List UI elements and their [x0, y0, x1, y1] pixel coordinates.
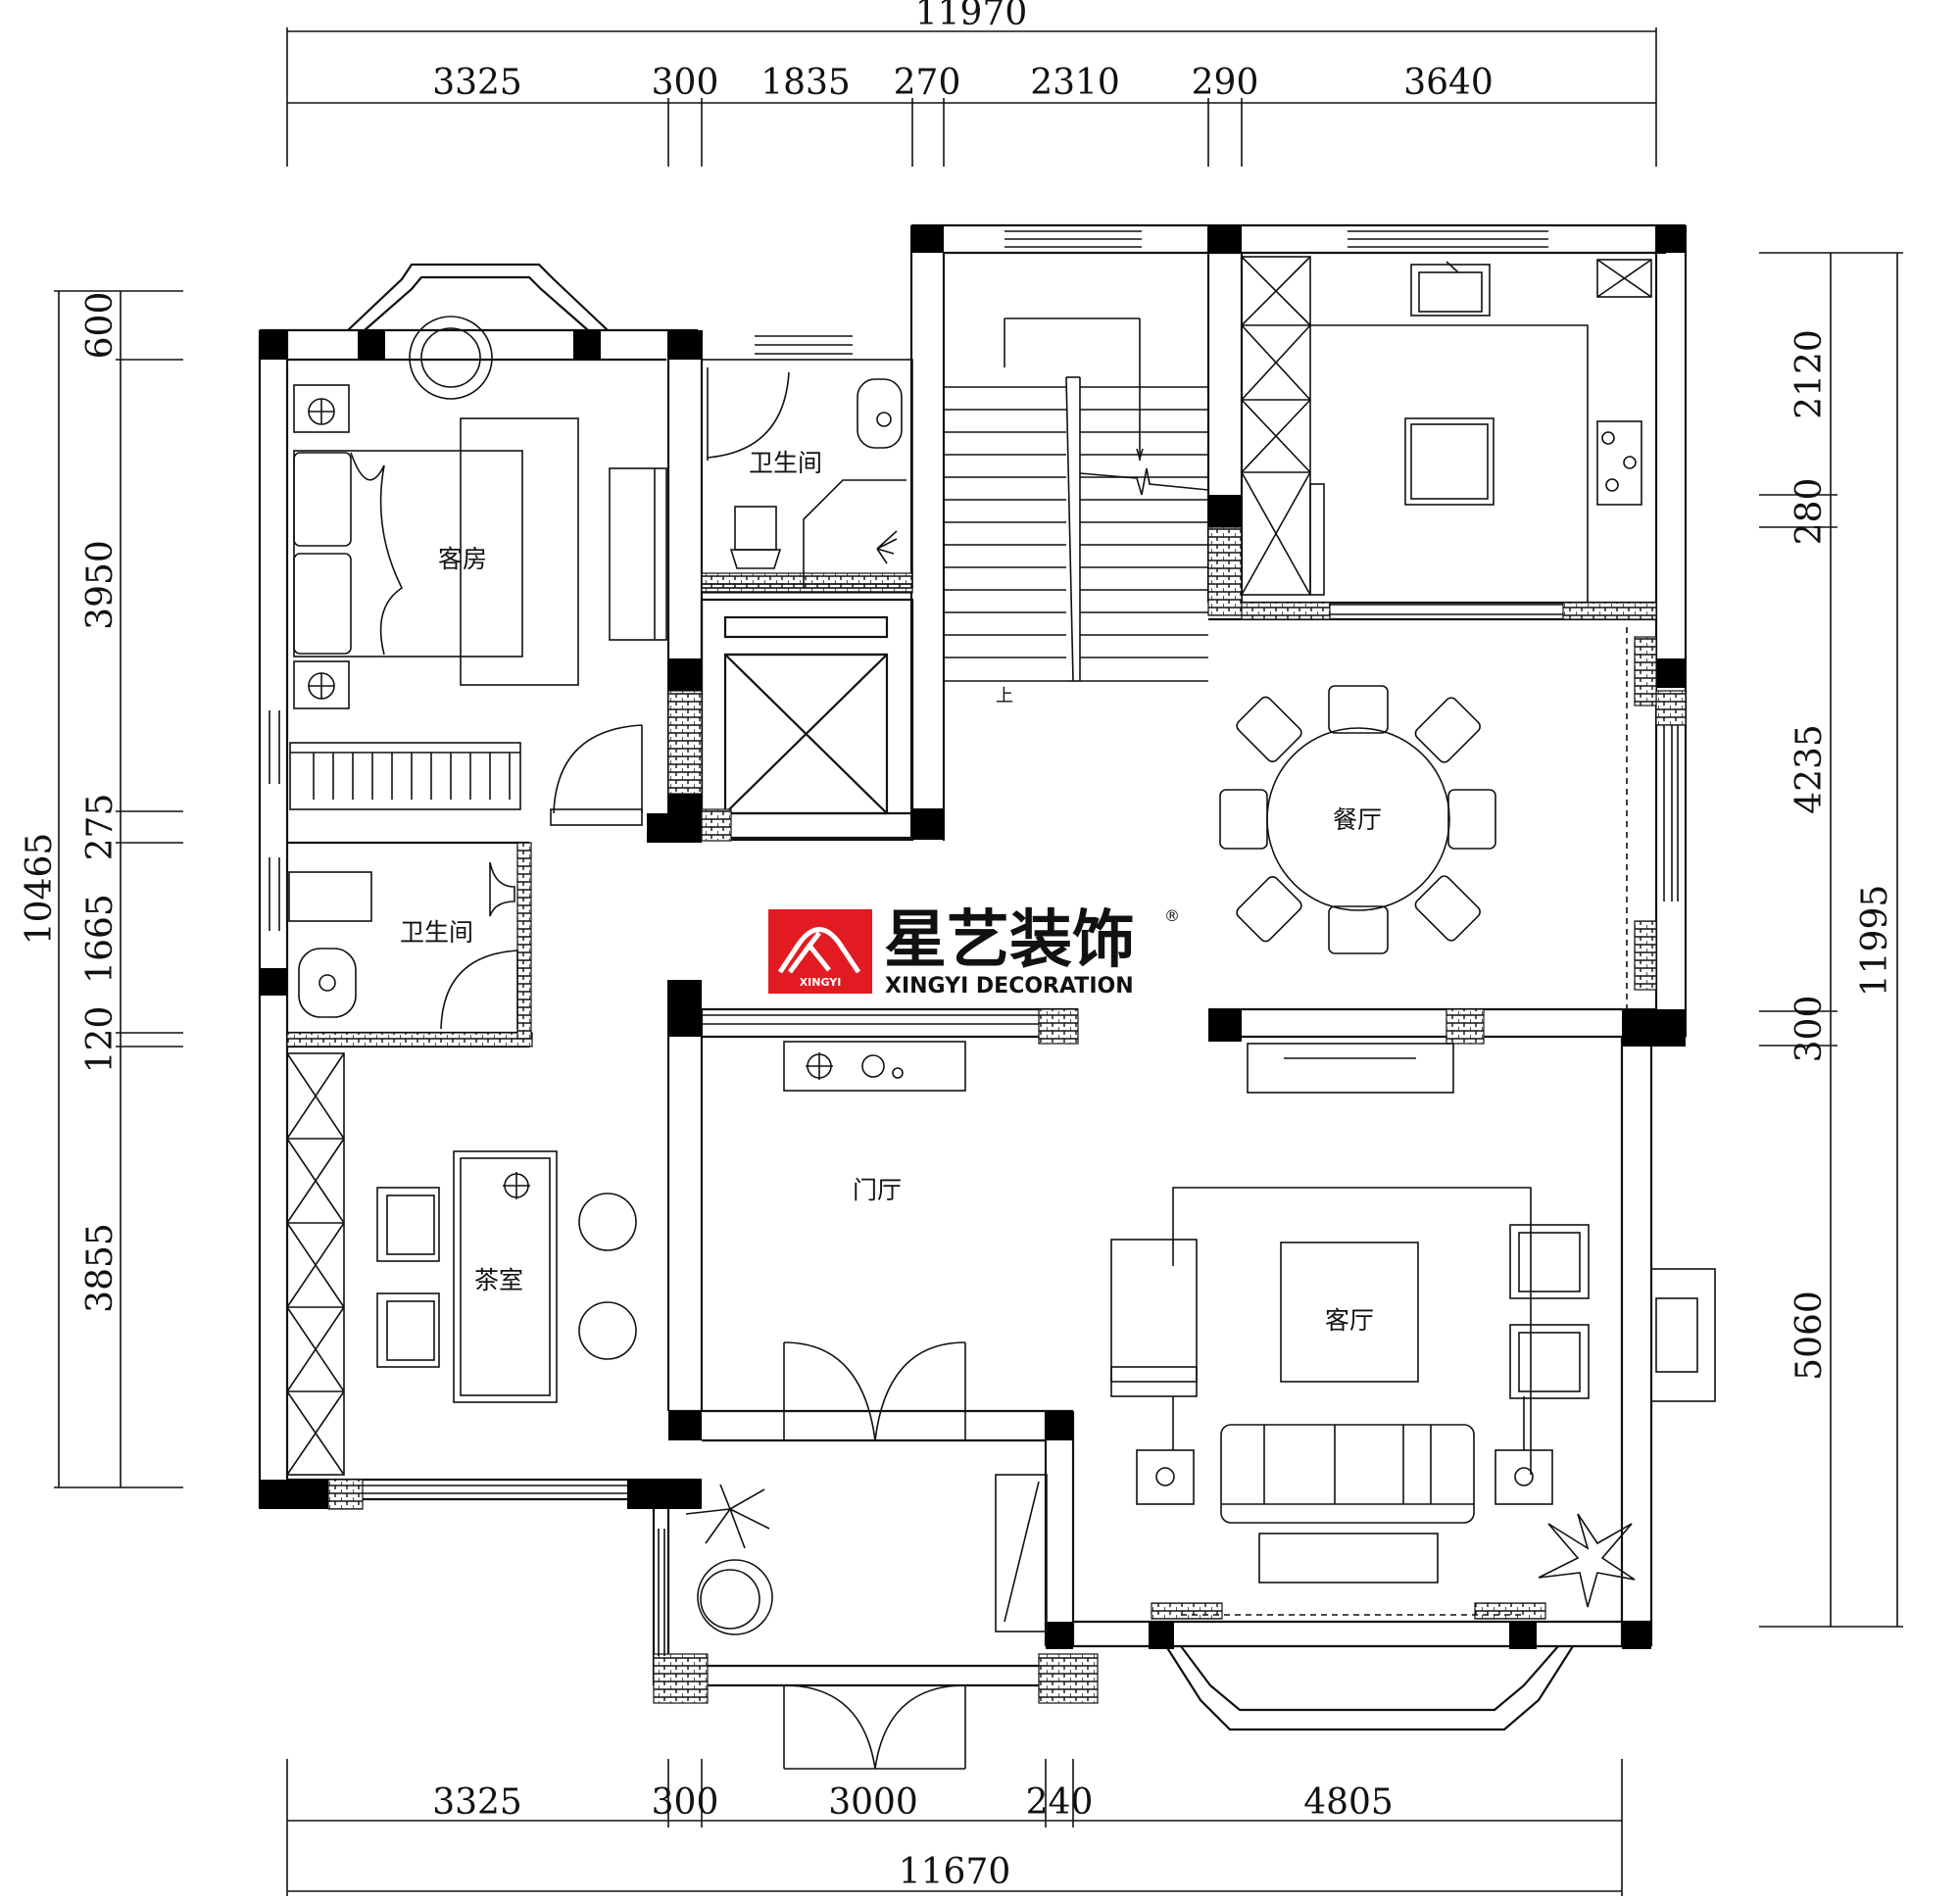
- bottom-dim-5: 4805: [1303, 1782, 1394, 1823]
- top-dim-7: 3640: [1403, 63, 1494, 103]
- right-dim-2: 280: [1789, 478, 1830, 546]
- bottom-total-dim: 11670: [899, 1852, 1011, 1892]
- dining-label: 餐厅: [1333, 805, 1382, 834]
- right-dim-3: 4235: [1789, 724, 1830, 814]
- left-dim-3: 275: [80, 794, 121, 861]
- dining-furniture: [1219, 685, 1496, 1094]
- bathroom-1-label: 卫生间: [749, 449, 822, 477]
- left-total-dim: 10465: [20, 833, 60, 946]
- logo-registered: ®: [1164, 906, 1180, 925]
- staircase: [944, 317, 1209, 682]
- left-dim-1: 600: [80, 292, 121, 360]
- bottom-dim-1: 3325: [432, 1782, 522, 1823]
- logo-badge: [768, 909, 872, 994]
- top-dim-1: 3325: [432, 63, 522, 103]
- left-dim-6: 3855: [80, 1223, 121, 1313]
- bottom-dim-2: 300: [652, 1782, 719, 1823]
- dimension-texts: 11970 3325 300 1835 270 2310 290 3640 33…: [20, 0, 1895, 1892]
- logo-english: XINGYI DECORATION: [885, 974, 1134, 999]
- left-dim-2: 3950: [80, 540, 121, 630]
- logo-mark-icon: [777, 927, 861, 974]
- living-label: 客厅: [1325, 1306, 1374, 1335]
- tea-room-furniture: [286, 1052, 637, 1476]
- wall-columns: [260, 225, 1686, 1649]
- stairs-up-label: 上: [996, 686, 1013, 706]
- logo-chinese: 星艺装饰: [884, 904, 1135, 977]
- guest-room-label: 客房: [438, 545, 487, 573]
- top-dim-5: 2310: [1030, 63, 1120, 103]
- top-dim-3: 1835: [760, 63, 851, 103]
- foyer-label: 门厅: [853, 1176, 902, 1204]
- top-total-dim: 11970: [915, 0, 1028, 33]
- brick-hatches: [286, 526, 1687, 1704]
- right-total-dim: 11995: [1855, 885, 1895, 998]
- tea-room-label: 茶室: [474, 1266, 523, 1294]
- xingyi-logo: XINGYI 星艺装饰 XINGYI DECORATION ®: [768, 904, 1180, 999]
- bathroom-2-fixtures: [288, 861, 518, 1030]
- left-dim-4: 1665: [80, 894, 121, 984]
- foyer-furniture: [685, 1041, 1048, 1770]
- bottom-dim-4: 240: [1026, 1782, 1094, 1823]
- guest-room-furniture: [289, 316, 667, 826]
- logo-badge-text: XINGYI: [800, 976, 842, 989]
- kitchen-fixtures: [1241, 256, 1652, 615]
- top-dim-4: 270: [894, 63, 961, 103]
- bathroom-1-fixtures: [701, 359, 913, 589]
- top-dim-6: 290: [1192, 63, 1259, 103]
- right-dim-5: 5060: [1789, 1291, 1830, 1381]
- living-furniture: [1110, 1187, 1716, 1608]
- dimension-lines: [54, 27, 1903, 1896]
- left-dim-5: 120: [80, 1006, 121, 1074]
- top-dim-2: 300: [652, 63, 719, 103]
- right-dim-1: 2120: [1789, 329, 1830, 419]
- windows: [259, 230, 1679, 1656]
- bathroom-2-label: 卫生间: [400, 918, 473, 947]
- right-dim-4: 300: [1789, 996, 1830, 1063]
- bottom-dim-3: 3000: [828, 1782, 918, 1823]
